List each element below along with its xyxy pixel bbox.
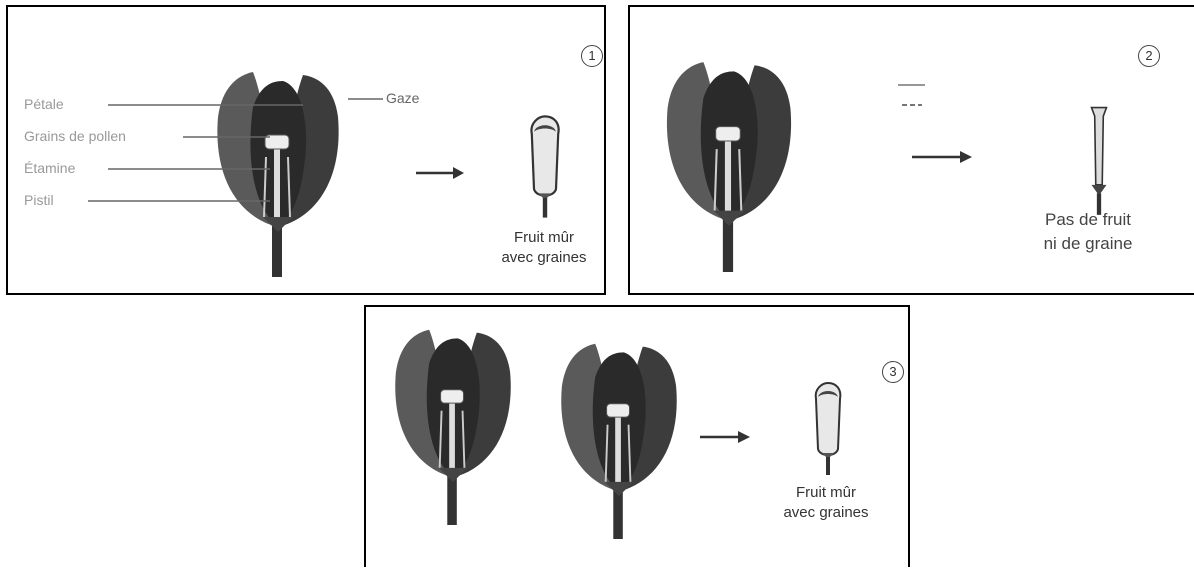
- panel-1: 1 Pétale Grains de pollen Étamine Pistil…: [6, 5, 606, 295]
- ripe-fruit-icon: [531, 116, 558, 217]
- caption-line-2: avec graines: [771, 503, 881, 523]
- panel-number: 3: [882, 361, 904, 383]
- tulip-no-pollen: [667, 62, 791, 272]
- tulip-right: [561, 344, 676, 539]
- arrow-head: [960, 151, 972, 163]
- caption-fruit: Fruit mûr avec graines: [488, 228, 600, 268]
- tulip-left: [395, 330, 510, 525]
- tulip-with-gauze: [217, 72, 338, 277]
- panel-number: 1: [581, 45, 603, 67]
- ripe-fruit-icon: [816, 383, 841, 475]
- caption-line-1: Fruit mûr: [488, 228, 600, 248]
- panel-2: 2 Pas de fruit ni de graine: [628, 5, 1194, 295]
- arrow-head: [453, 167, 464, 179]
- label-grains-de-pollen: Grains de pollen: [24, 128, 126, 144]
- label-etamine: Étamine: [24, 160, 75, 176]
- panel-3: 3 Fruit mûr avec graines: [364, 305, 910, 567]
- caption-line-2: avec graines: [488, 248, 600, 268]
- caption-line-1: Pas de fruit: [1018, 208, 1158, 232]
- caption-no-fruit: Pas de fruit ni de graine: [1018, 208, 1158, 256]
- label-petale: Pétale: [24, 96, 64, 112]
- panel-3-drawing: [366, 307, 912, 569]
- label-gaze: Gaze: [386, 90, 419, 106]
- caption-fruit: Fruit mûr avec graines: [771, 483, 881, 523]
- arrow-head: [738, 431, 750, 443]
- caption-line-2: ni de graine: [1018, 232, 1158, 256]
- pistil-no-fruit-icon: [1091, 108, 1106, 215]
- panel-number: 2: [1138, 45, 1160, 67]
- label-pistil: Pistil: [24, 192, 54, 208]
- caption-line-1: Fruit mûr: [771, 483, 881, 503]
